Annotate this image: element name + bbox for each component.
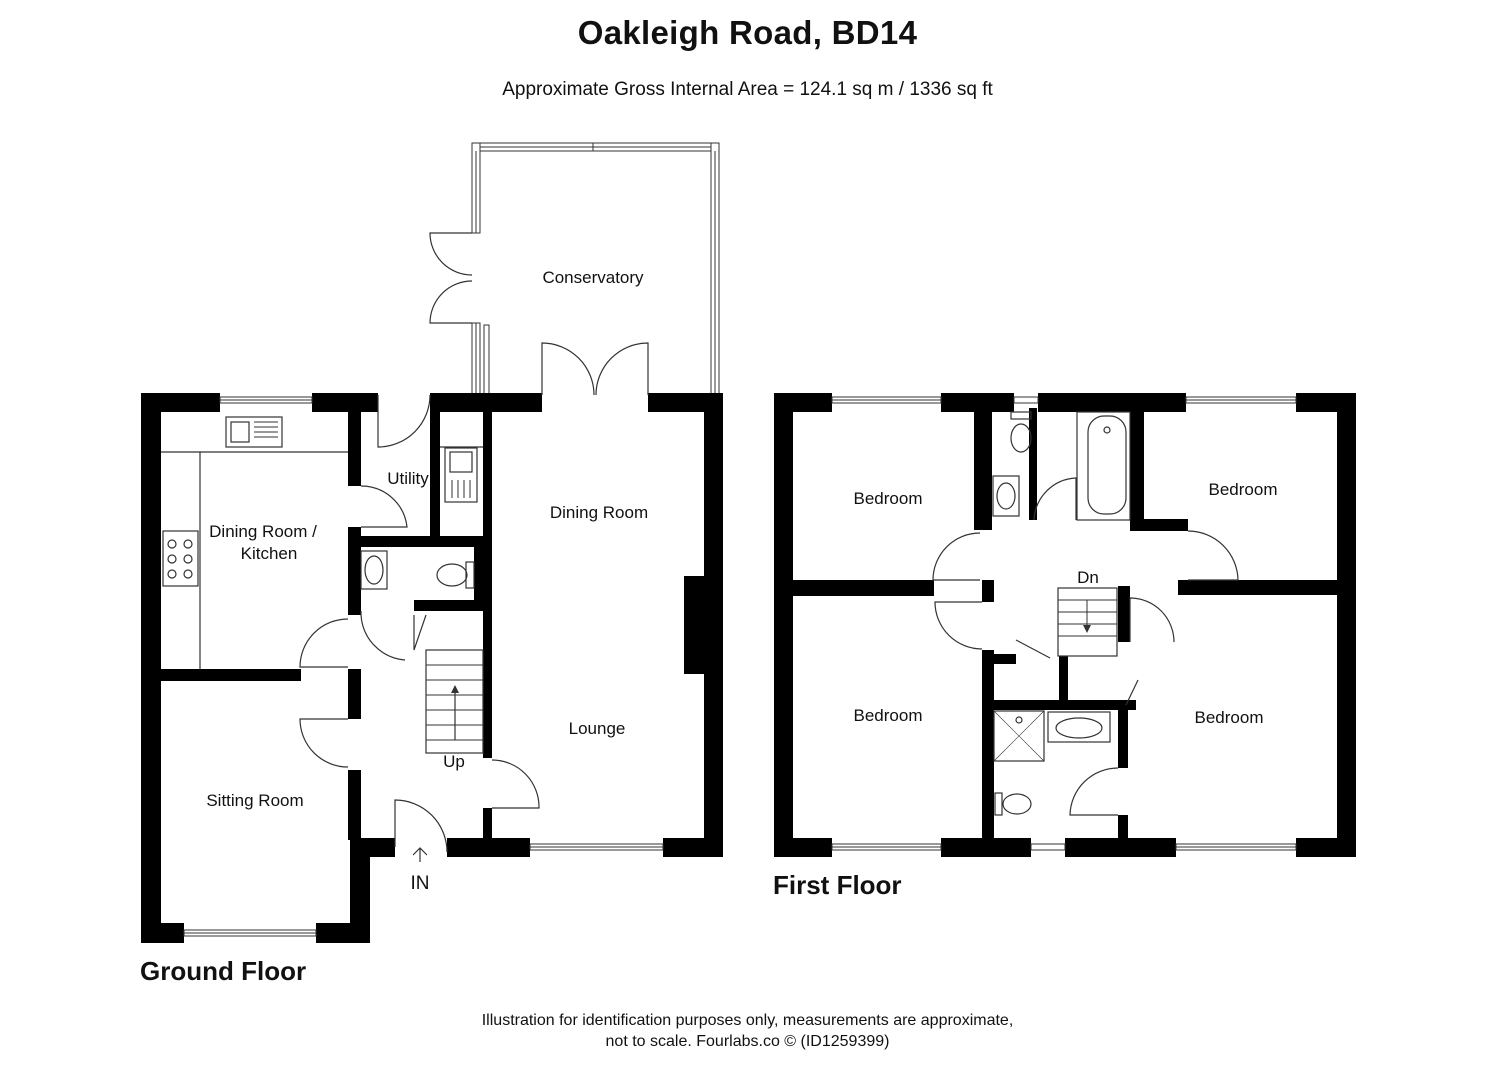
ground-floor-windows [183, 396, 664, 937]
entrance-label: IN [411, 873, 430, 894]
stairs-down-label: Dn [1077, 568, 1099, 587]
stairs-up-label: Up [443, 752, 465, 771]
ground-floor-doors [299, 342, 649, 853]
disclaimer-line-2: not to scale. Fourlabs.co © (ID1259399) [605, 1033, 890, 1050]
first-floor-label: First Floor [773, 870, 902, 900]
disclaimer-line-1: Illustration for identification purposes… [481, 1012, 1014, 1029]
gross-area-subtitle: Approximate Gross Internal Area = 124.1 … [502, 79, 993, 100]
room-label-bedroom-top-right: Bedroom [1209, 480, 1278, 499]
room-label-sitting-room: Sitting Room [206, 791, 303, 810]
room-label-utility: Utility [387, 469, 429, 488]
ground-floor-label: Ground Floor [140, 956, 307, 986]
room-label-bedroom-top-left: Bedroom [854, 489, 923, 508]
room-label-lounge: Lounge [569, 719, 626, 738]
room-label-dining-kitchen-line2: Kitchen [241, 544, 298, 563]
disclaimer-footer: Illustration for identification purposes… [0, 1010, 1495, 1052]
ground-floor-fixtures [161, 416, 484, 862]
room-label-bedroom-bottom-left: Bedroom [854, 706, 923, 725]
first-floor-doors [932, 477, 1239, 816]
ground-floor-plan: Conservatory Utility Dining Room Dining … [141, 142, 723, 943]
first-floor-windows [831, 396, 1297, 851]
first-floor-fixtures [992, 411, 1131, 816]
room-label-conservatory: Conservatory [542, 268, 644, 287]
conservatory-frame [429, 142, 720, 396]
room-label-bedroom-bottom-right: Bedroom [1195, 708, 1264, 727]
room-label-dining-room: Dining Room [550, 503, 648, 522]
room-label-dining-kitchen-line1: Dining Room / [209, 522, 317, 541]
plan-title: Oakleigh Road, BD14 [577, 14, 918, 51]
ground-floor-walls [141, 393, 723, 943]
first-floor-plan: Bedroom Bedroom Dn Bedroom Bedroom [774, 393, 1356, 857]
first-floor-walls [774, 393, 1356, 857]
